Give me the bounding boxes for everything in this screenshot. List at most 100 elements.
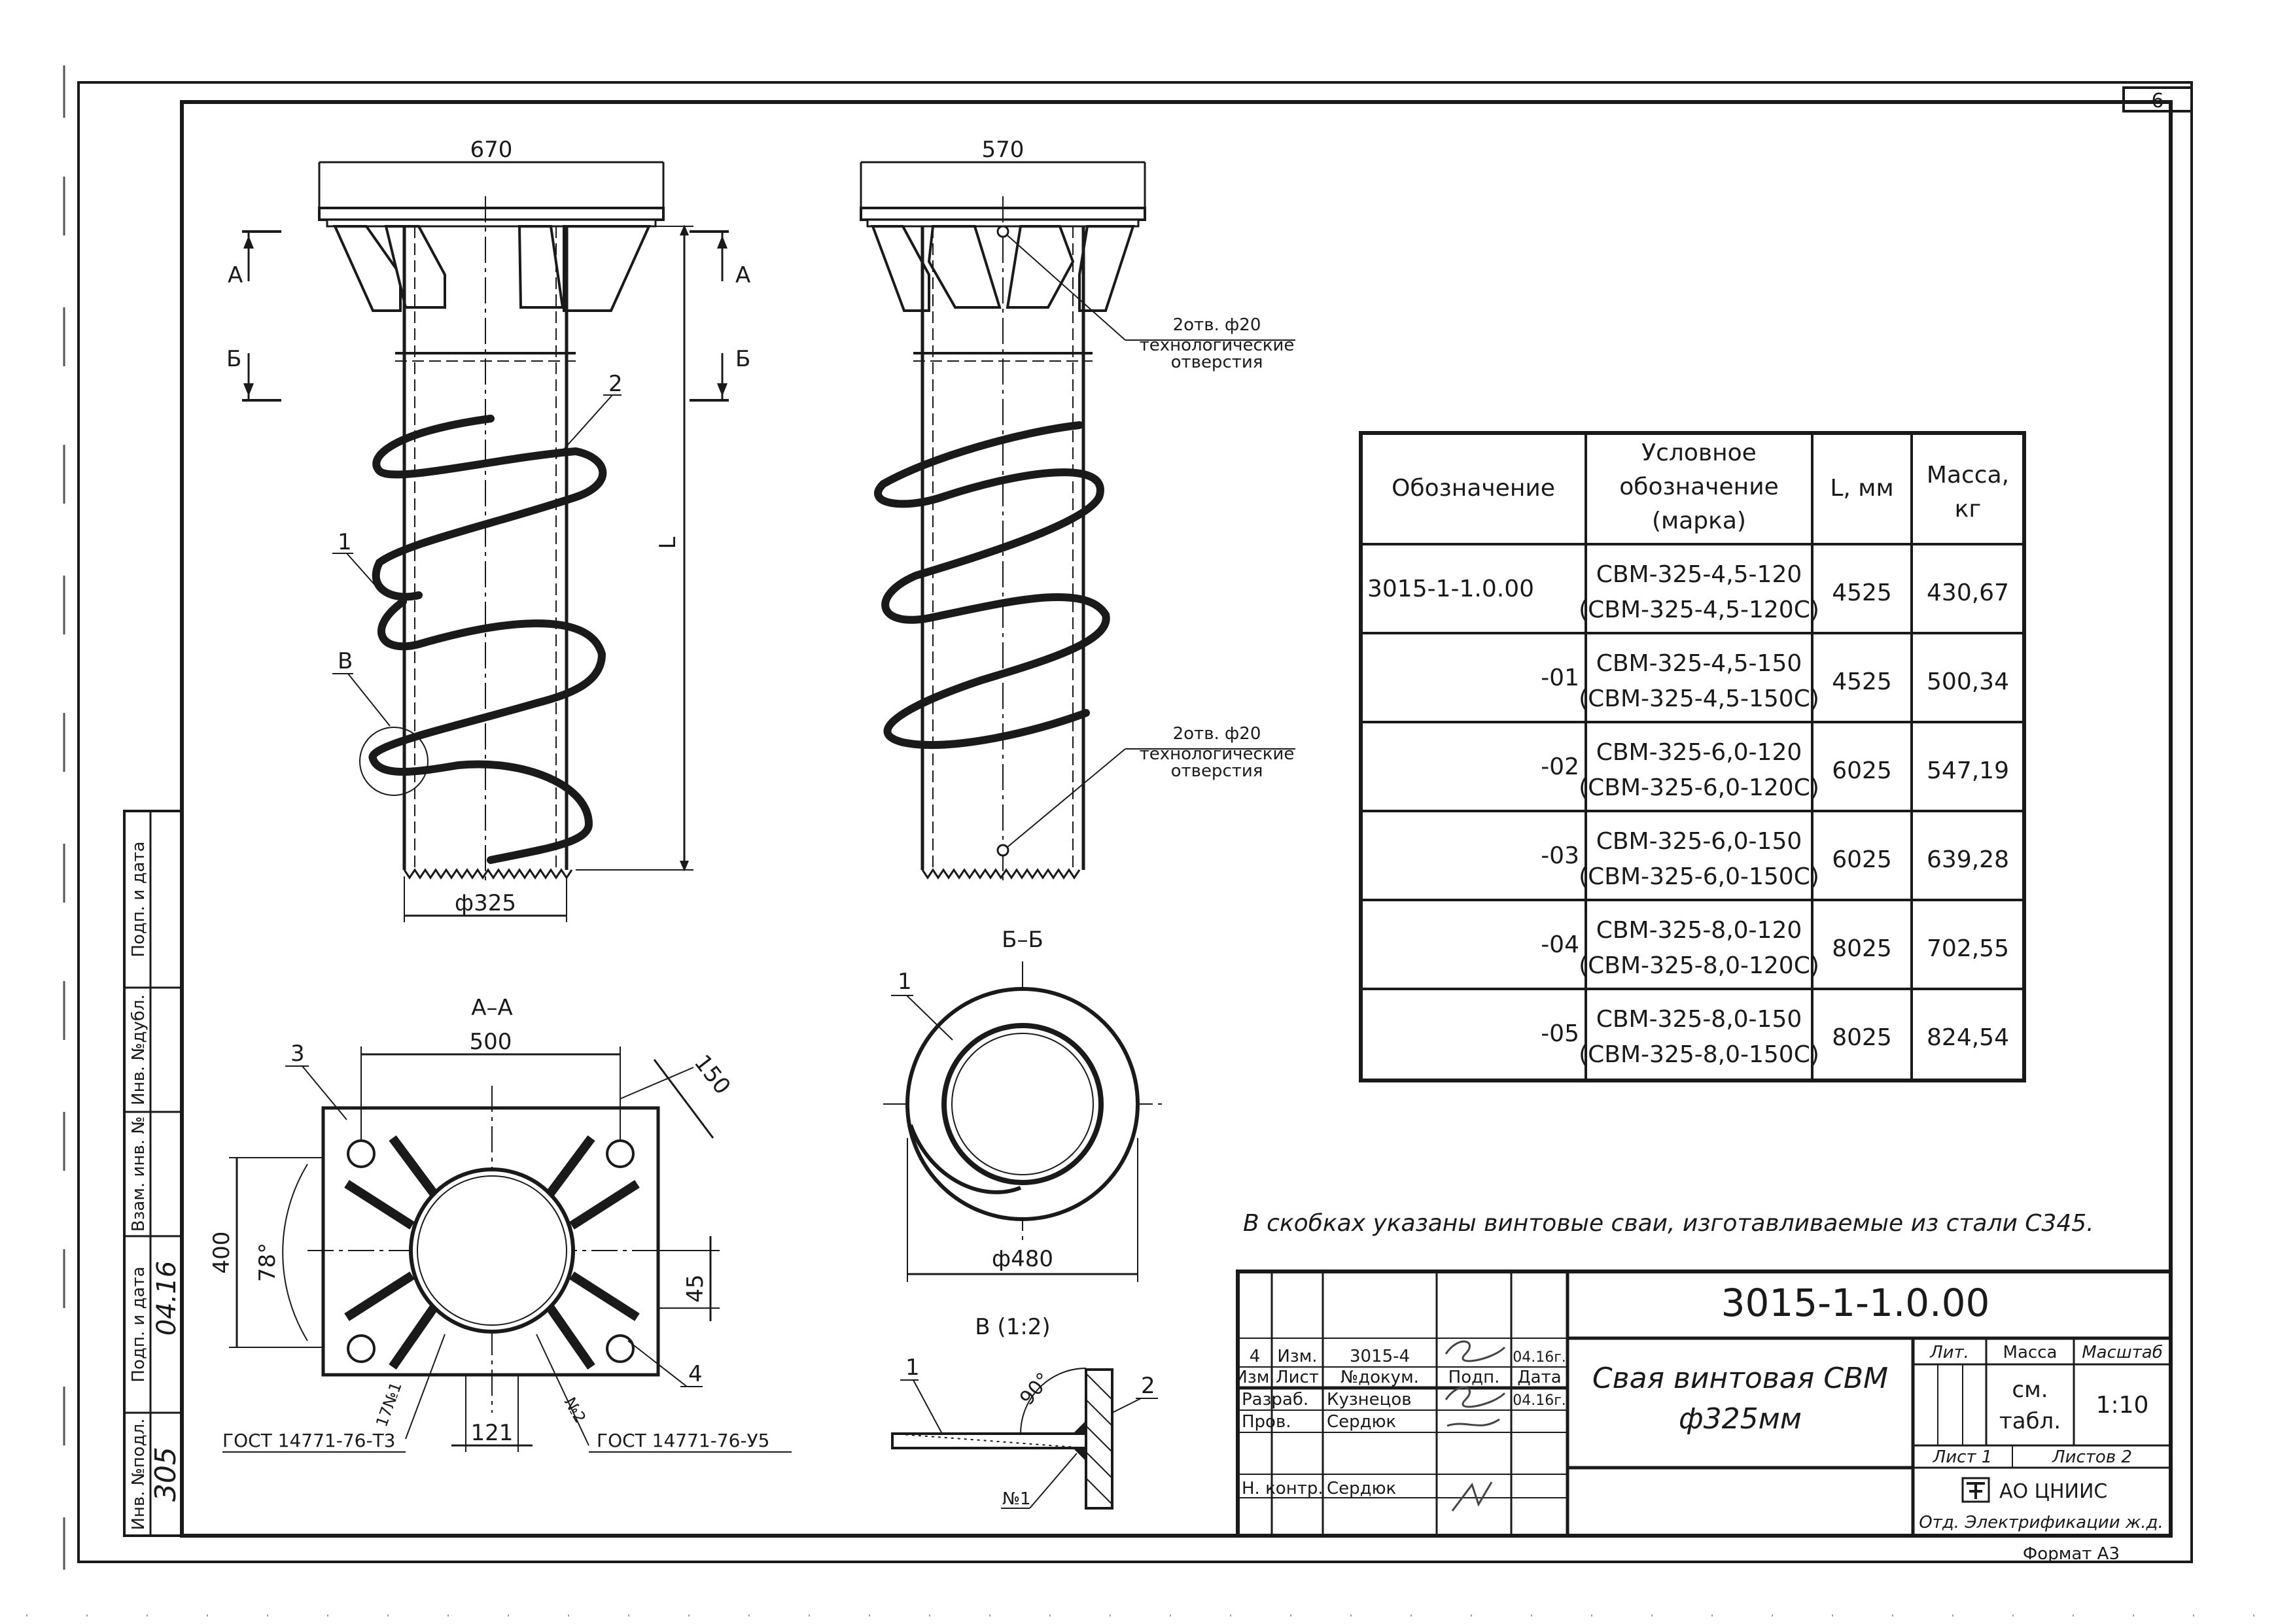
- spec-table: Обозначение Условное обозначение (марка)…: [1359, 431, 2026, 1082]
- tb-col-izm: Изм.: [1235, 1368, 1274, 1387]
- tb-hdr-scale: Масштаб: [2082, 1343, 2163, 1362]
- table-row: -02СВМ-325-6,0-120(СВМ-325-6,0-120С)6025…: [1541, 739, 2009, 801]
- tb-sheet-label: Лист 1: [1933, 1447, 1993, 1467]
- row-mark-1: СВМ-325-4,5-120: [1596, 561, 1802, 588]
- row-mark-2: (СВМ-325-8,0-120С): [1579, 952, 1819, 979]
- row-mark-2: (СВМ-325-6,0-150С): [1579, 863, 1819, 890]
- section-bb-title: Б–Б: [1002, 927, 1043, 953]
- part-label-3: 3: [290, 1041, 305, 1067]
- format-label: Формат А3: [2023, 1544, 2120, 1564]
- table-header-designation: Обозначение: [1392, 475, 1555, 502]
- row-mark-2: (СВМ-325-4,5-150С): [1579, 685, 1819, 712]
- tb-title-2: ф325мм: [1679, 1402, 1802, 1436]
- tb-name-norm: Сердюк: [1327, 1479, 1396, 1498]
- tb-change-date: 04.16г.: [1513, 1349, 1566, 1366]
- sheet-number: 6: [2151, 90, 2164, 112]
- holes-note-bottom-3: отверстия: [1171, 761, 1263, 781]
- dim-phi325: ф325: [455, 890, 516, 916]
- table-row: 3015-1-1.0.00СВМ-325-4,5-120(СВМ-325-4,5…: [1367, 561, 2009, 623]
- row-designation: -01: [1541, 665, 1579, 691]
- row-mark-2: (СВМ-325-6,0-120С): [1579, 774, 1819, 801]
- row-length: 8025: [1832, 1024, 1892, 1051]
- part-label-2-front: 2: [608, 371, 623, 397]
- tb-role-check: Пров.: [1242, 1412, 1291, 1432]
- table-header-length: L, мм: [1830, 475, 1893, 502]
- dim-45: 45: [682, 1274, 709, 1302]
- dim-500: 500: [470, 1029, 512, 1055]
- holes-note-top-3: отверстия: [1171, 353, 1263, 372]
- tb-col-date: Дата: [1517, 1368, 1561, 1387]
- tb-org-name: АО ЦНИИС: [1999, 1480, 2107, 1503]
- row-mass: 430,67: [1927, 579, 2009, 606]
- side-stamp-podp-data: Подп. и дата: [129, 1266, 149, 1382]
- row-length: 8025: [1832, 935, 1892, 962]
- tb-mass-value-1: см.: [2012, 1377, 2048, 1403]
- table-header-mark-line-1: Условное: [1641, 440, 1757, 466]
- gost-right: ГОСТ 14771-76-У5: [597, 1430, 769, 1451]
- tb-change-col: Изм.: [1277, 1347, 1317, 1366]
- dim-phi480: ф480: [992, 1246, 1053, 1272]
- table-header-mass-line-1: Масса,: [1927, 462, 2009, 489]
- weld-label-17n1: 17№1: [372, 1379, 406, 1429]
- tb-scale-value: 1:10: [2096, 1392, 2149, 1419]
- tb-role-dev: Разраб.: [1242, 1390, 1308, 1409]
- dim-length: L: [655, 536, 681, 549]
- row-mark-1: СВМ-325-8,0-120: [1596, 917, 1802, 944]
- tb-name-dev: Кузнецов: [1327, 1390, 1412, 1409]
- side-stamp-inv-dubl: Инв. №дубл.: [129, 994, 149, 1105]
- dim-78deg: 78°: [254, 1243, 281, 1282]
- detail-v: В (1:2) 90° 1 2 №1: [891, 1314, 1158, 1510]
- side-stamp-podp-data-top: Подп. и дата: [129, 841, 149, 957]
- dim-90deg: 90°: [1015, 1368, 1055, 1409]
- row-mark-1: СВМ-325-6,0-150: [1596, 828, 1802, 855]
- signature-1: [1445, 1340, 1506, 1362]
- tb-col-doc: №докум.: [1340, 1368, 1419, 1387]
- table-header-mass-line-2: кг: [1955, 496, 1982, 523]
- tb-sheets-label: Листов 2: [2052, 1447, 2132, 1467]
- row-designation: -04: [1541, 931, 1579, 958]
- table-header-mass: Масса, кг: [1927, 462, 2009, 523]
- dim-670: 670: [470, 137, 513, 163]
- part-label-2-detail: 2: [1141, 1373, 1155, 1399]
- table-header-mark: Условное обозначение (марка): [1619, 440, 1779, 534]
- row-mass: 702,55: [1927, 935, 2009, 962]
- side-stamp: Подп. и дата Инв. №дубл. Взам. инв. № По…: [123, 810, 183, 1537]
- signature-2: [1445, 1386, 1506, 1427]
- section-mark-a-left: А: [228, 262, 243, 288]
- table-row: -03СВМ-325-6,0-150(СВМ-325-6,0-150С)6025…: [1541, 828, 2009, 890]
- table-rows: 3015-1-1.0.00СВМ-325-4,5-120(СВМ-325-4,5…: [1367, 561, 2009, 1068]
- table-row: -01СВМ-325-4,5-150(СВМ-325-4,5-150С)4525…: [1541, 650, 2009, 712]
- row-mass: 824,54: [1927, 1024, 2009, 1051]
- row-designation: -02: [1541, 753, 1579, 780]
- tb-code: 3015-1-1.0.00: [1721, 1281, 1990, 1325]
- section-mark-a-right: А: [735, 262, 750, 288]
- part-label-1-detail: 1: [905, 1355, 920, 1381]
- table-note: В скобках указаны винтовые сваи, изготав…: [1243, 1210, 2094, 1237]
- side-view: 570 2отв. ф20 технологические отверстия …: [860, 137, 1295, 883]
- row-designation: -03: [1541, 842, 1579, 869]
- part-label-1-front: 1: [338, 529, 352, 555]
- side-stamp-sign-value: 04.16: [152, 1261, 182, 1336]
- detail-v-title: В (1:2): [975, 1314, 1050, 1340]
- weld-label-n2: №2: [561, 1394, 589, 1426]
- holes-note-top-2: технологические: [1140, 336, 1295, 355]
- section-aa: А–А 500 400 78°: [209, 995, 792, 1453]
- section-aa-title: А–А: [471, 995, 513, 1021]
- row-mass: 639,28: [1927, 846, 2009, 873]
- row-mass: 500,34: [1927, 668, 2009, 695]
- tb-org-dept: Отд. Электрификации ж.д.: [1919, 1513, 2164, 1532]
- dim-400: 400: [209, 1232, 235, 1274]
- holes-note-bottom-2: технологические: [1140, 744, 1295, 764]
- row-mark-2: (СВМ-325-8,0-150С): [1579, 1041, 1819, 1068]
- holes-note-top-1: 2отв. ф20: [1173, 315, 1261, 335]
- tb-col-list: Лист: [1276, 1368, 1319, 1387]
- part-label-1-bb: 1: [898, 969, 912, 995]
- part-label-4: 4: [688, 1361, 703, 1387]
- section-bb: Б–Б ф480 1: [883, 927, 1165, 1282]
- row-mass: 547,19: [1927, 757, 2009, 784]
- table-header-mark-line-3: (марка): [1652, 508, 1746, 534]
- row-mark-1: СВМ-325-8,0-150: [1596, 1006, 1802, 1033]
- side-stamp-vzam-inv: Взам. инв. №: [129, 1116, 149, 1232]
- weld-label-n1-detail: №1: [1002, 1489, 1031, 1509]
